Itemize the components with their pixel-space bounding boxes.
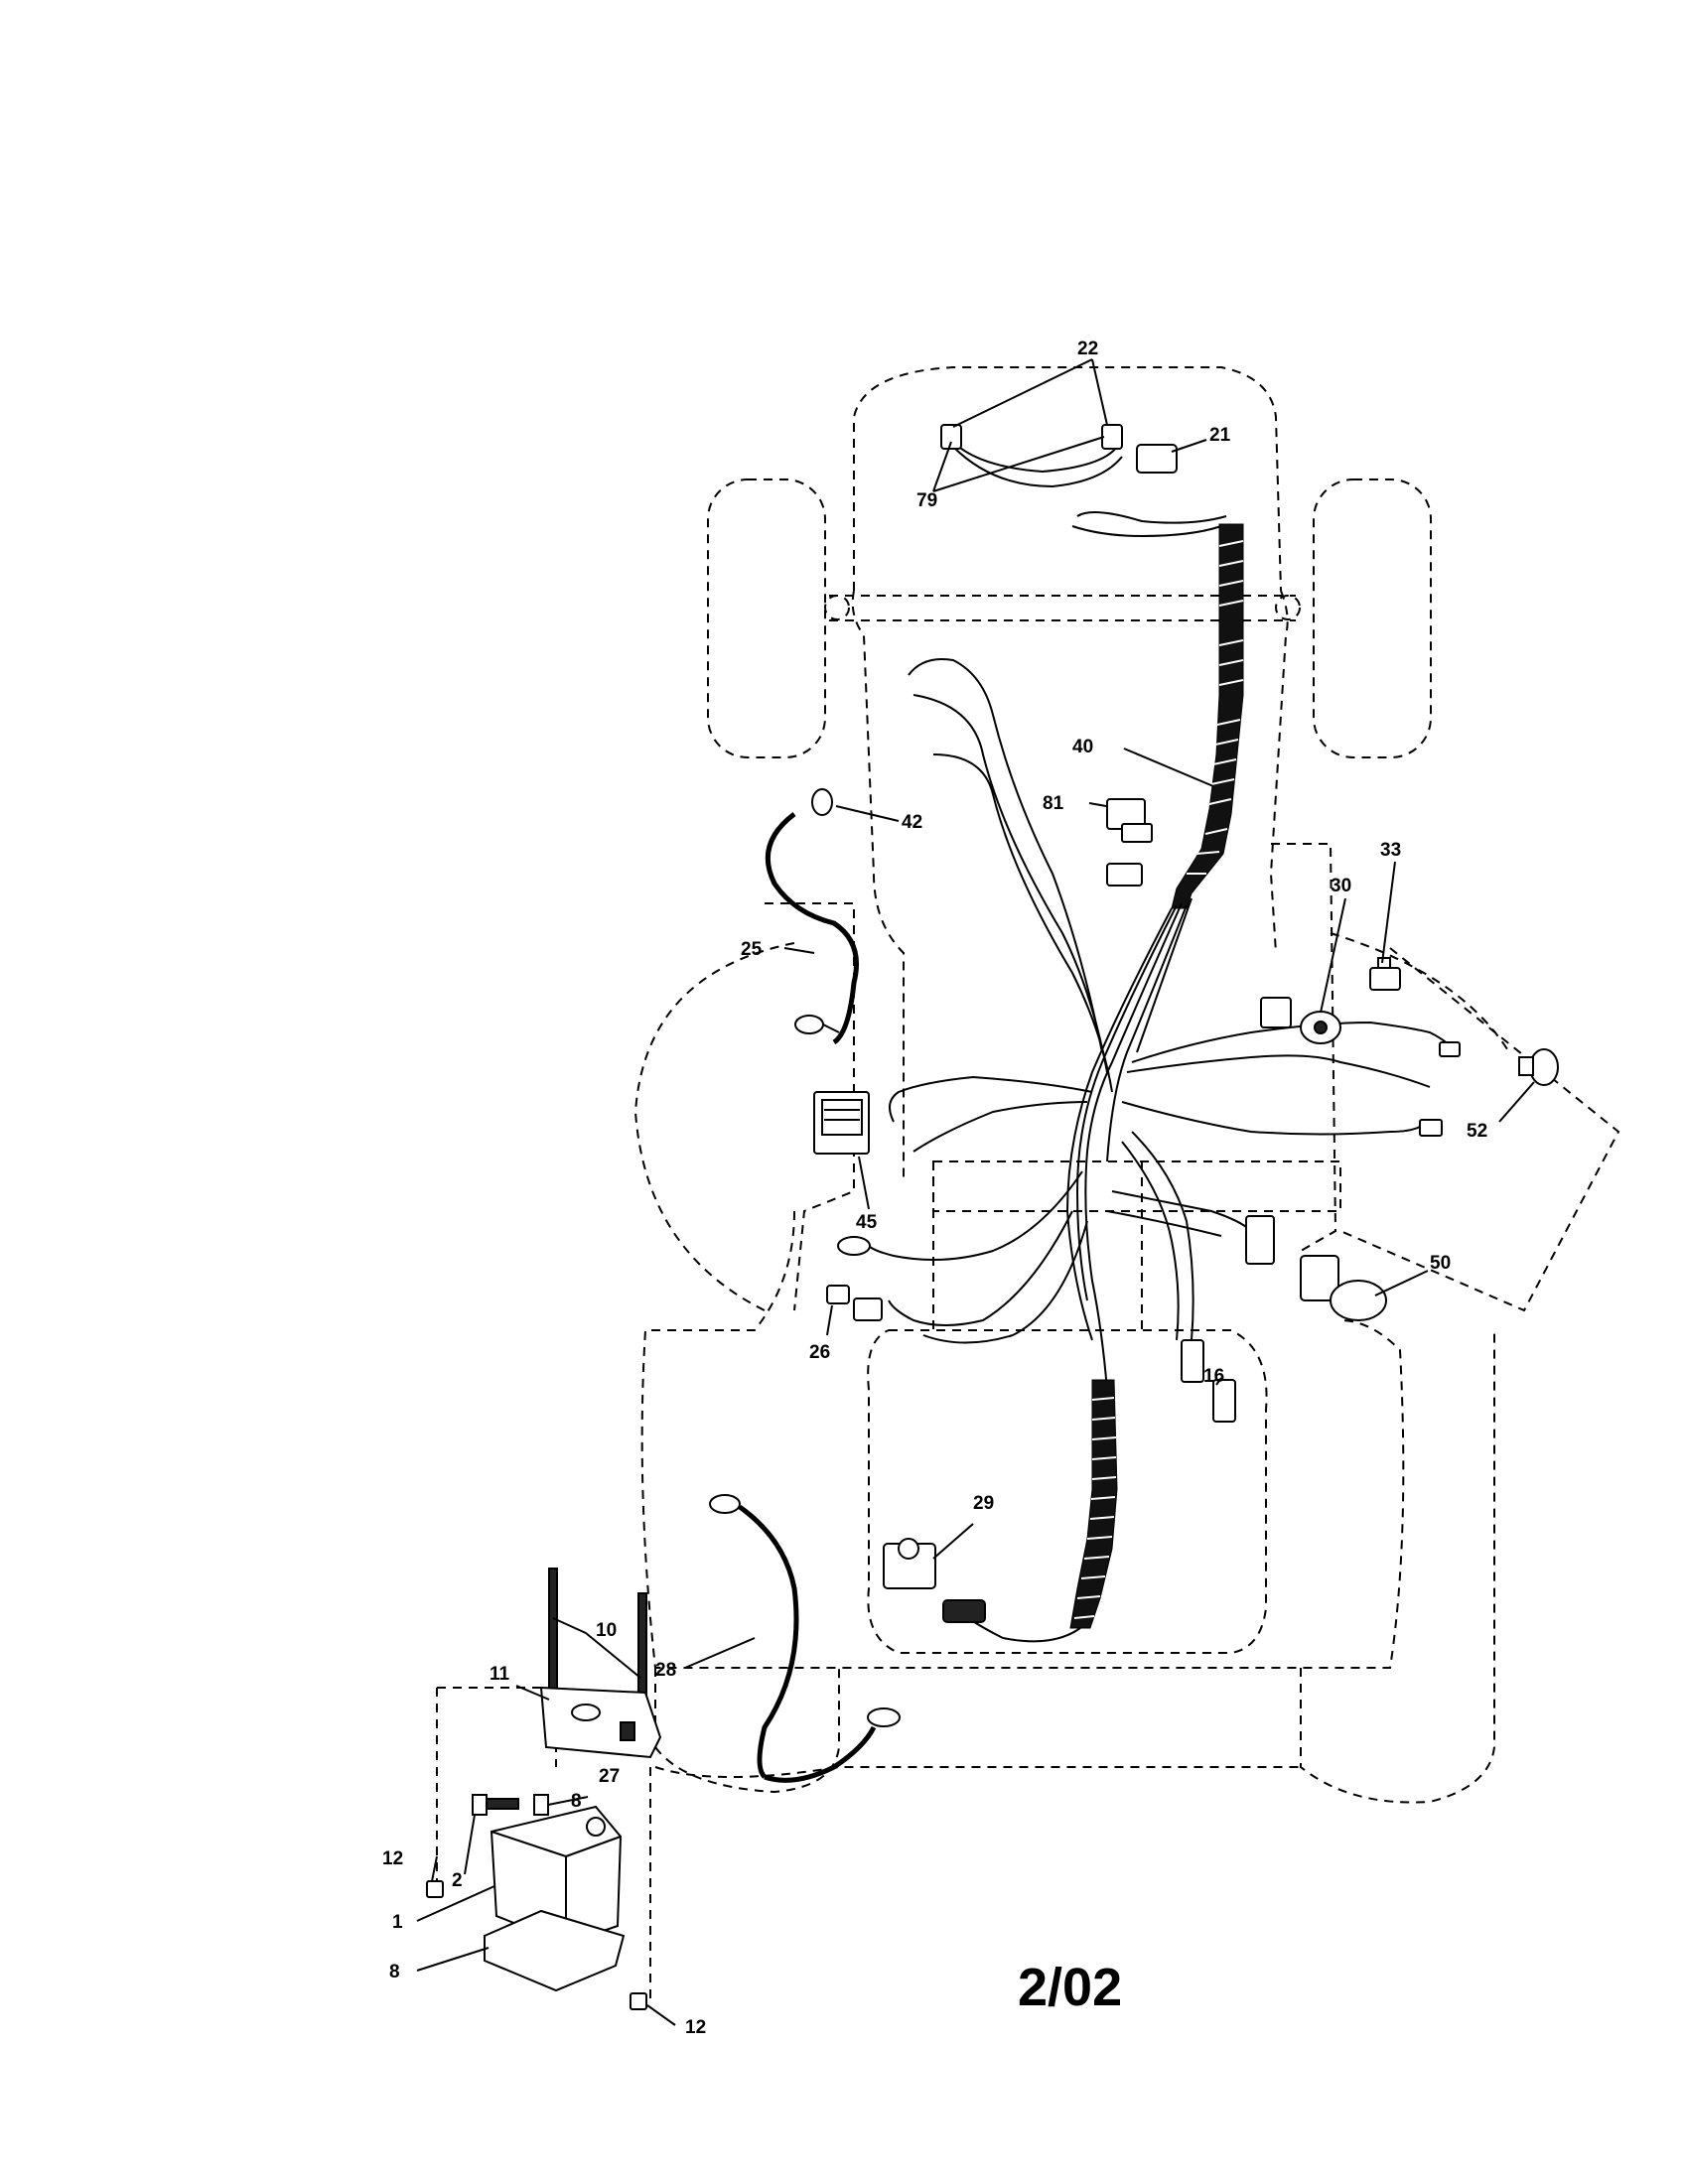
seat-switch-29: [883, 1538, 936, 1589]
callout-40: 40: [1072, 737, 1093, 757]
module-45: [813, 1091, 870, 1155]
connector-right-lower: [1245, 1215, 1275, 1265]
connector-16: [1181, 1339, 1236, 1423]
callout-27: 27: [599, 1766, 620, 1787]
callout-30: 30: [1331, 876, 1351, 896]
battery-tray-8: [484, 1909, 626, 1992]
connector-52-wire: [1419, 1119, 1443, 1137]
callout-11: 11: [490, 1664, 510, 1685]
nut-12-left: [426, 1880, 444, 1898]
leader-lines: [416, 358, 1535, 2026]
pto-switch-50: [1300, 1255, 1387, 1321]
callout-45: 45: [856, 1212, 878, 1233]
relay-81: [1106, 798, 1153, 843]
callout-10: 10: [596, 1620, 617, 1641]
callout-12-left: 12: [382, 1848, 403, 1869]
callout-28: 28: [655, 1660, 676, 1681]
switch-33: [1369, 957, 1401, 991]
clip-42: [811, 788, 833, 816]
rear-connector: [942, 1599, 986, 1623]
main-harness-conduit: [1171, 523, 1244, 909]
callout-22: 22: [1077, 339, 1098, 359]
callout-26: 26: [809, 1342, 830, 1363]
callout-2: 2: [452, 1870, 463, 1891]
ignition-switch-30: [1260, 997, 1341, 1044]
date-code: 2/02: [1018, 1958, 1122, 2017]
fuse-holder-26: [826, 1285, 883, 1321]
callout-29: 29: [973, 1493, 994, 1514]
callout-labels: 22 21 79 40 81 42 25 33 30 52 45 50 26 1…: [382, 339, 1487, 2038]
callout-16: 16: [1203, 1366, 1224, 1387]
wire-bundle: [868, 658, 1456, 1391]
callout-25: 25: [741, 939, 763, 960]
connector-30-wire: [1439, 1041, 1461, 1057]
callout-8-lower: 8: [389, 1962, 400, 1982]
ground-cable-25: [765, 812, 859, 1045]
connector-81-lower: [1106, 863, 1143, 887]
tractor-outline: [436, 366, 1620, 2005]
rear-harness-conduit: [967, 1379, 1118, 1643]
callout-21: 21: [1209, 425, 1231, 446]
battery-cable-28: [709, 1494, 901, 1783]
callout-81: 81: [1043, 793, 1064, 814]
bolt-2: [472, 1794, 519, 1816]
callout-1: 1: [392, 1912, 403, 1933]
battery-bracket-11: [539, 1686, 662, 1759]
callout-79: 79: [916, 490, 937, 511]
headlight-assembly: [940, 424, 1227, 538]
callout-33: 33: [1380, 840, 1401, 861]
callout-8-upper: 8: [571, 1791, 582, 1812]
terminal-27: [533, 1794, 549, 1816]
callout-42: 42: [902, 812, 922, 833]
battery-1: [490, 1805, 623, 1946]
callout-12-right: 12: [685, 2017, 706, 2038]
nut-12-right: [630, 1992, 647, 2010]
bulb-52: [1518, 1048, 1559, 1086]
callout-50: 50: [1430, 1253, 1451, 1274]
callout-52: 52: [1467, 1121, 1487, 1142]
ring-terminal-45: [837, 1236, 871, 1256]
